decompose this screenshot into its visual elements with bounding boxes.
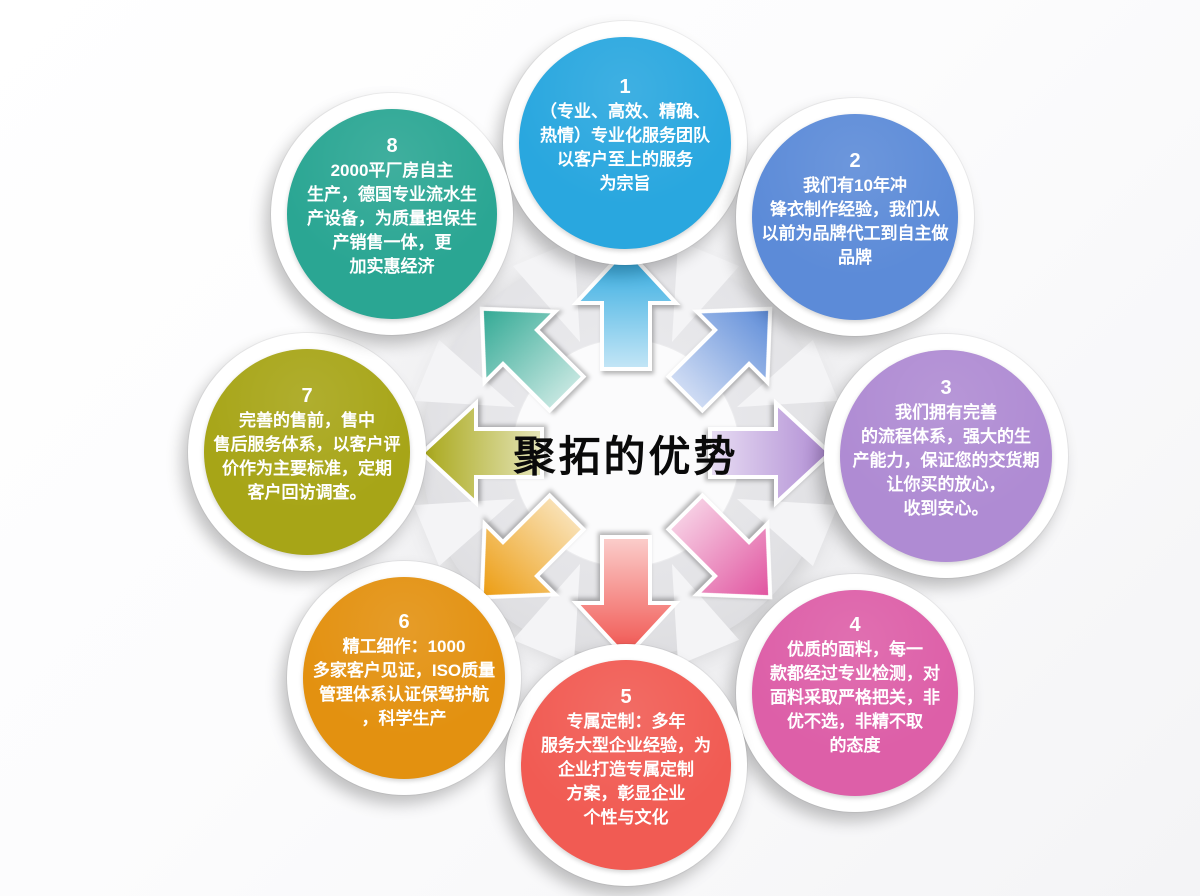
node-2-text: 我们有10年冲 锋衣制作经验，我们从 以前为品牌代工到自主做 品牌 — [761, 175, 949, 268]
node-6-number: 6 — [398, 610, 410, 633]
node-8-bubble: 8 2000平厂房自主 生产，德国专业流水生 产设备，为质量担保生 产销售一体，… — [287, 109, 497, 319]
node-4-bubble: 4 优质的面料，每一 款都经过专业检测，对 面料采取严格把关，非 优不选，非精不… — [752, 590, 958, 796]
node-7-bubble: 7 完善的售前，售中 售后服务体系，以客户评 价作为主要标准，定期 客户回访调查… — [204, 349, 410, 555]
arrow-right-icon — [708, 398, 833, 508]
arrow-down-icon — [571, 535, 681, 660]
node-3-text: 我们拥有完善 的流程体系，强大的生 产能力，保证您的交货期 让你买的放心， 收到… — [852, 402, 1040, 519]
arrow-down-left-icon — [479, 492, 587, 600]
node-2-bubble: 2 我们有10年冲 锋衣制作经验，我们从 以前为品牌代工到自主做 品牌 — [752, 114, 958, 320]
hub-arrows-graphic — [413, 240, 839, 666]
node-1-plate: 1 （专业、高效、精确、 热情）专业化服务团队 以客户至上的服务 为宗旨 — [503, 21, 747, 265]
hub-notches — [413, 240, 839, 666]
arrow-up-right-icon — [665, 306, 773, 414]
node-5-text: 专属定制：多年 服务大型企业经验，为 企业打造专属定制 方案，彰显企业 个性与文… — [541, 711, 711, 828]
node-4-plate: 4 优质的面料，每一 款都经过专业检测，对 面料采取严格把关，非 优不选，非精不… — [736, 574, 974, 812]
node-8-plate: 8 2000平厂房自主 生产，德国专业流水生 产设备，为质量担保生 产销售一体，… — [271, 93, 513, 335]
arrow-left-icon — [419, 398, 544, 508]
node-1-number: 1 — [619, 75, 631, 98]
arrow-down-right-icon — [665, 492, 773, 600]
node-2-number: 2 — [849, 149, 861, 172]
node-7-text: 完善的售前，售中 售后服务体系，以客户评 价作为主要标准，定期 客户回访调查。 — [213, 410, 401, 503]
node-8-number: 8 — [386, 134, 398, 157]
arrow-up-icon — [571, 246, 681, 371]
node-8-text: 2000平厂房自主 生产，德国专业流水生 产设备，为质量担保生 产销售一体，更 … — [307, 160, 477, 277]
node-4-number: 4 — [849, 613, 861, 636]
node-7-number: 7 — [301, 384, 313, 407]
node-3-bubble: 3 我们拥有完善 的流程体系，强大的生 产能力，保证您的交货期 让你买的放心， … — [840, 350, 1052, 562]
node-1-text: （专业、高效、精确、 热情）专业化服务团队 以客户至上的服务 为宗旨 — [539, 101, 710, 194]
node-5-bubble: 5 专属定制：多年 服务大型企业经验，为 企业打造专属定制 方案，彰显企业 个性… — [521, 660, 731, 870]
node-2-plate: 2 我们有10年冲 锋衣制作经验，我们从 以前为品牌代工到自主做 品牌 — [736, 98, 974, 336]
node-6-text: 精工细作：1000 多家客户见证，ISO质量 管理体系认证保驾护航 ，科学生产 — [312, 636, 496, 729]
arrow-up-left-icon — [479, 306, 587, 414]
node-3-plate: 3 我们拥有完善 的流程体系，强大的生 产能力，保证您的交货期 让你买的放心， … — [824, 334, 1068, 578]
node-6-plate: 6 精工细作：1000 多家客户见证，ISO质量 管理体系认证保驾护航 ，科学生… — [287, 561, 521, 795]
node-1-bubble: 1 （专业、高效、精确、 热情）专业化服务团队 以客户至上的服务 为宗旨 — [519, 37, 731, 249]
node-3-number: 3 — [940, 376, 952, 399]
node-7-plate: 7 完善的售前，售中 售后服务体系，以客户评 价作为主要标准，定期 客户回访调查… — [188, 333, 426, 571]
node-5-number: 5 — [620, 685, 632, 708]
node-4-text: 优质的面料，每一 款都经过专业检测，对 面料采取严格把关，非 优不选，非精不取 … — [770, 639, 940, 756]
node-5-plate: 5 专属定制：多年 服务大型企业经验，为 企业打造专属定制 方案，彰显企业 个性… — [505, 644, 747, 886]
node-6-bubble: 6 精工细作：1000 多家客户见证，ISO质量 管理体系认证保驾护航 ，科学生… — [303, 577, 505, 779]
